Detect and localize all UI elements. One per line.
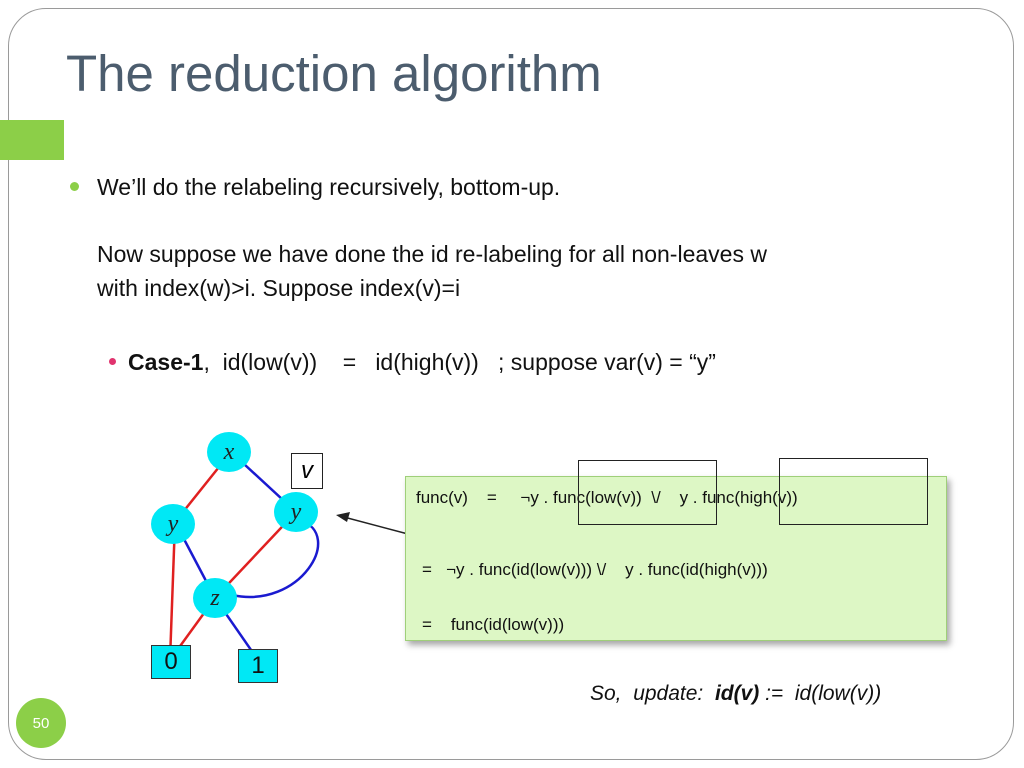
node-y-left: y	[151, 504, 195, 544]
case-1-label: Case-1	[128, 349, 204, 375]
edge-yleft-zero-low	[168, 521, 177, 661]
formula-line-1: func(v) = ¬y . func(low(v)) \/ y . func(…	[416, 488, 798, 508]
case-1-text: , id(low(v)) = id(high(v)) ; suppose var…	[203, 349, 716, 375]
arrow-shaft	[339, 515, 409, 535]
formula-line-2-rhs: y . func(id(low(v))) \/ y . func(id(high…	[456, 560, 768, 579]
negation-symbol: ¬	[520, 488, 531, 507]
slide-title: The reduction algorithm	[66, 45, 602, 102]
conclusion-suffix: := id(low(v))	[759, 682, 882, 705]
accent-bar	[0, 120, 64, 160]
node-x: x	[207, 432, 251, 472]
conclusion-text: So, update: id(v) := id(low(v))	[590, 682, 881, 706]
case-1-line: Case-1, id(low(v)) = id(high(v)) ; suppo…	[128, 345, 716, 379]
main-bullet-line-3: with index(w)>i. Suppose index(v)=i	[97, 275, 461, 301]
slide-number-badge: 50	[16, 698, 66, 748]
node-y-right: y	[274, 492, 318, 532]
formula-line-1-rhs: y . func(low(v)) \/ y . func(high(v))	[530, 488, 798, 507]
edge-yright-z-high	[231, 518, 320, 599]
highlight-high-term	[779, 458, 928, 525]
formula-box	[405, 476, 947, 641]
main-bullet-dot	[70, 182, 79, 191]
formula-line-3: = func(id(low(v)))	[422, 615, 565, 634]
arrow-head	[336, 512, 350, 522]
conclusion-prefix: So, update:	[590, 682, 715, 705]
main-bullet-line-2: Now suppose we have done the id re-label…	[97, 241, 767, 267]
node-z: z	[193, 578, 237, 618]
formula-line-2: = ¬y . func(id(low(v))) \/ y . func(id(h…	[422, 560, 768, 580]
formula-line-1-lhs: func(v) =	[416, 488, 521, 507]
leaf-zero: 0	[151, 645, 191, 679]
v-label-box: v	[291, 453, 323, 489]
conclusion-bold: id(v)	[714, 682, 760, 705]
negation-symbol: ¬	[446, 560, 457, 579]
sub-bullet-dot	[109, 358, 116, 365]
leaf-one: 1	[238, 649, 278, 683]
main-bullet-line-1: We’ll do the relabeling recursively, bot…	[97, 174, 561, 200]
formula-line-2-eq: =	[422, 560, 447, 579]
highlight-low-term	[578, 460, 717, 525]
